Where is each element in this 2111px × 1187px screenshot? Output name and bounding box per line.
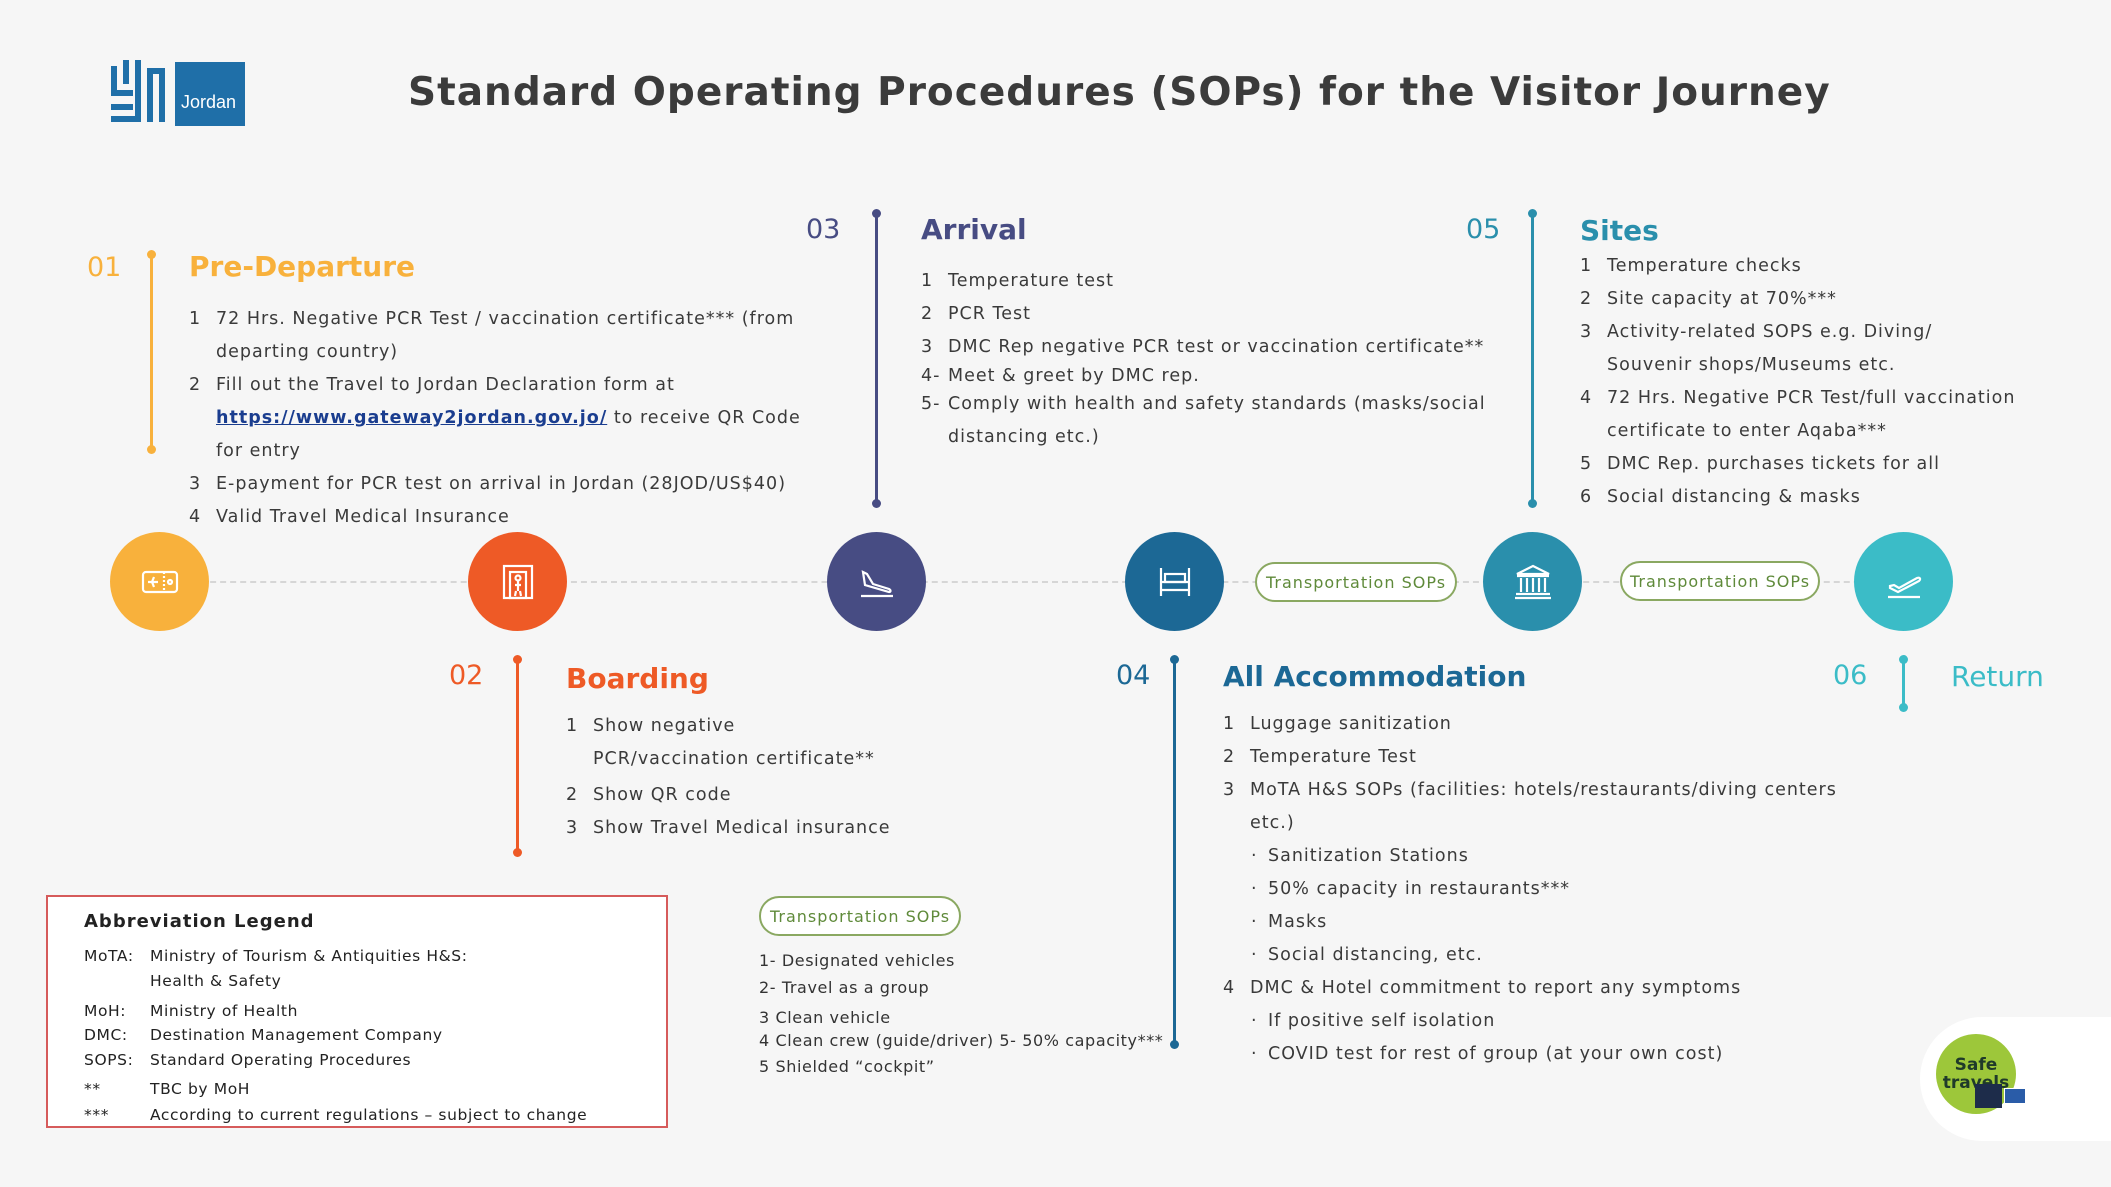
list-item: 1- Designated vehicles xyxy=(759,951,955,970)
step-02-connector xyxy=(516,659,519,851)
list-item: ·Sanitization Stations xyxy=(1251,846,1469,866)
legend-row: Health & Safety xyxy=(150,972,282,990)
step-05-heading: Sites xyxy=(1580,214,1659,247)
boarding-gate-icon xyxy=(502,564,533,599)
step-06-number: 06 xyxy=(1833,660,1868,691)
transportation-sops-pill-3: Transportation SOPs xyxy=(759,896,961,936)
list-item: 4 Clean crew (guide/driver) 5- 50% capac… xyxy=(759,1031,1164,1050)
step-05-dot-bottom xyxy=(1528,499,1537,508)
sites-circle xyxy=(1483,532,1582,631)
jordan-logo-box xyxy=(175,62,245,126)
bed-icon xyxy=(1159,567,1190,596)
abbreviation-legend: Abbreviation Legend MoTA:Ministry of Tou… xyxy=(46,895,668,1128)
list-item: ·Masks xyxy=(1251,912,1328,932)
step-02-heading: Boarding xyxy=(566,662,709,695)
legend-row: MoH:Ministry of Health xyxy=(84,1002,298,1020)
list-item: ·50% capacity in restaurants*** xyxy=(1251,879,1571,899)
step-01-number: 01 xyxy=(87,252,122,283)
legend-row: DMC:Destination Management Company xyxy=(84,1026,443,1044)
list-item: 3 Clean vehicle xyxy=(759,1008,891,1027)
list-item: ·If positive self isolation xyxy=(1251,1011,1496,1031)
legend-row: SOPS:Standard Operating Procedures xyxy=(84,1051,412,1069)
legend-row: **TBC by MoH xyxy=(84,1080,251,1098)
step-03-heading: Arrival xyxy=(921,213,1027,246)
step-03-connector xyxy=(875,213,878,503)
boarding-circle xyxy=(468,532,567,631)
step-03-dot-bottom xyxy=(872,499,881,508)
ticket-icon xyxy=(141,570,178,593)
legend-row: ***According to current regulations – su… xyxy=(84,1106,588,1124)
step-06-connector xyxy=(1902,659,1905,706)
legend-title: Abbreviation Legend xyxy=(84,911,315,932)
step-03-number: 03 xyxy=(806,214,841,245)
safe-travels-badge: Safe travels xyxy=(1920,1017,2111,1141)
predeparture-circle xyxy=(110,532,209,631)
legend-row: MoTA:Ministry of Tourism & Antiquities H… xyxy=(84,947,468,965)
step-05-connector xyxy=(1531,213,1534,503)
step-01-connector xyxy=(150,254,153,448)
step-04-heading: All Accommodation xyxy=(1223,660,1527,693)
list-item: 2- Travel as a group xyxy=(759,978,930,997)
gateway2jordan-link[interactable]: https://www.gateway2jordan.gov.jo/ xyxy=(216,408,608,428)
list-item: 5-Comply with health and safety standard… xyxy=(921,394,1486,447)
list-item: 5 Shielded “cockpit” xyxy=(759,1057,935,1076)
transportation-sops-pill-2: Transportation SOPs xyxy=(1620,561,1820,601)
list-item: ·Social distancing, etc. xyxy=(1251,945,1483,965)
plane-takeoff-icon xyxy=(1887,576,1921,598)
jordan-logo: Jordan xyxy=(109,58,246,130)
page-title: Standard Operating Procedures (SOPs) for… xyxy=(408,70,1831,115)
list-item: 4-Meet & greet by DMC rep. xyxy=(921,366,1200,386)
step-06-heading: Return xyxy=(1951,660,2044,693)
jordan-logo-text: Jordan xyxy=(181,92,237,112)
step-01-heading: Pre-Departure xyxy=(189,250,416,283)
accommodation-circle xyxy=(1125,532,1224,631)
step-04-dot-bottom xyxy=(1170,1040,1179,1049)
step-05-number: 05 xyxy=(1466,214,1501,245)
step-02-dot-bottom xyxy=(513,848,522,857)
step-01-dot-bottom xyxy=(147,445,156,454)
plane-landing-icon xyxy=(860,569,893,597)
step-04-number: 04 xyxy=(1116,660,1151,691)
step-04-connector xyxy=(1173,659,1176,1044)
flag-icon xyxy=(2004,1088,2026,1104)
landmark-icon xyxy=(1514,564,1551,599)
step-02-number: 02 xyxy=(449,660,484,691)
timeline-line xyxy=(160,581,1950,583)
list-item: ·COVID test for rest of group (at your o… xyxy=(1251,1044,1724,1064)
wttc-stamp-icon xyxy=(1975,1084,2002,1108)
badge-line1: Safe xyxy=(1954,1055,1998,1075)
transportation-sops-pill-1: Transportation SOPs xyxy=(1255,562,1457,602)
jordan-logo-glyph-icon xyxy=(111,60,165,122)
step-06-dot-bottom xyxy=(1899,703,1908,712)
arrival-circle xyxy=(827,532,926,631)
return-circle xyxy=(1854,532,1953,631)
